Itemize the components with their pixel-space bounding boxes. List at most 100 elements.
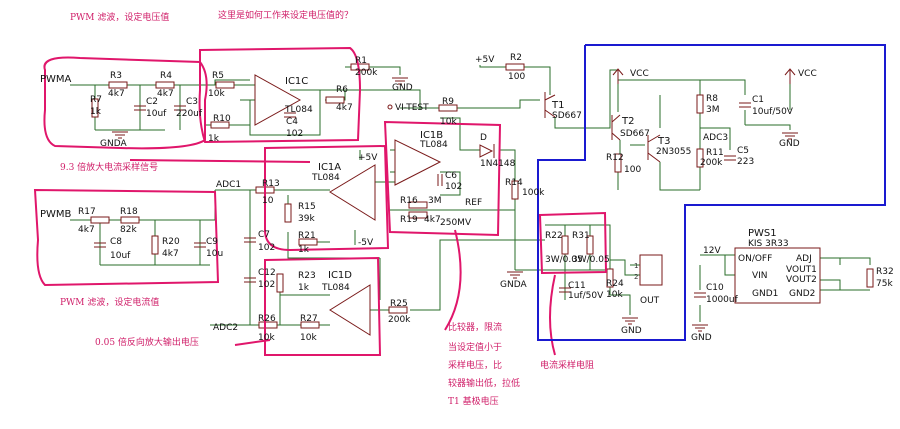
svg-text:D: D [480,133,487,143]
svg-text:R2: R2 [510,53,522,63]
svg-text:R18: R18 [120,207,138,217]
svg-text:10uf: 10uf [110,251,131,261]
transistor-t3 [647,134,661,163]
note-comparator-5: T1 基极电压 [448,395,499,407]
svg-text:100k: 100k [522,188,545,198]
svg-text:1k: 1k [298,245,310,255]
svg-text:4k7: 4k7 [162,249,179,259]
svg-text:GND2: GND2 [789,289,815,299]
svg-text:R19: R19 [400,215,418,225]
highlight-current-sense [538,211,608,275]
svg-text:R24: R24 [606,279,624,289]
svg-text:1k: 1k [90,107,102,117]
svg-text:TL084: TL084 [311,173,340,183]
svg-text:10k: 10k [300,333,317,343]
svg-text:ADC2: ADC2 [213,323,238,333]
svg-text:82k: 82k [120,225,137,235]
svg-text:2: 2 [634,273,638,281]
svg-text:4k7: 4k7 [424,215,441,225]
resistor-r2 [505,63,525,71]
svg-text:R14: R14 [505,178,523,188]
highlight-ic1c [198,46,362,144]
resistor-r3 [108,81,128,89]
opamp-ic1a [329,164,376,221]
svg-text:R32: R32 [876,267,894,277]
svg-text:R4: R4 [160,71,172,81]
svg-text:VCC: VCC [630,69,649,79]
highlight-boxes [33,46,608,356]
svg-text:T2: T2 [621,116,634,127]
svg-text:200k: 200k [355,68,378,78]
svg-text:+5V: +5V [358,153,378,163]
diode-d [479,144,495,158]
svg-text:C10: C10 [706,283,724,293]
svg-text:IC1A: IC1A [318,162,341,173]
svg-text:R27: R27 [300,314,318,324]
svg-text:T3: T3 [657,136,670,147]
svg-text:R15: R15 [298,202,316,212]
svg-text:C11: C11 [568,281,586,291]
svg-text:R16: R16 [400,196,418,206]
svg-text:R3: R3 [110,71,122,81]
highlight-pwma-filter [43,56,208,150]
svg-text:KIS 3R33: KIS 3R33 [748,239,789,249]
svg-text:IC1D: IC1D [328,270,352,281]
svg-text:R6: R6 [336,85,348,95]
svg-text:12V: 12V [703,246,721,256]
svg-text:PWMB: PWMB [40,209,72,220]
svg-text:102: 102 [258,280,275,290]
resistor-r32 [866,268,874,288]
out-connector: 1 2 [634,254,663,286]
resistor-r15 [284,203,292,223]
svg-text:ADJ: ADJ [796,254,812,264]
svg-text:C12: C12 [258,268,276,278]
svg-text:C3: C3 [186,97,198,107]
svg-text:R5: R5 [212,71,224,81]
highlight-line-sense [549,274,556,356]
svg-text:R20: R20 [162,237,180,247]
resistor-r22 [561,235,569,255]
gnda-symbol [111,131,129,139]
note-sense-resistor: 电流采样电阻 [540,359,594,371]
note-comparator-1: 比较器，限流 [448,321,502,333]
svg-text:SD667: SD667 [552,111,582,121]
svg-text:3M: 3M [428,196,442,206]
svg-text:223: 223 [737,157,754,167]
svg-text:4k7: 4k7 [78,225,95,235]
svg-text:R21: R21 [298,231,316,241]
op-amps [254,74,442,336]
svg-text:REF: REF [465,198,482,208]
vcc-arrow-2 [784,68,796,85]
note-comparator-2: 当设定值小于 [448,341,502,353]
svg-text:GND: GND [621,326,642,336]
opamp-ic1c [254,74,302,126]
svg-text:4k7: 4k7 [336,103,353,113]
svg-text:1: 1 [634,262,638,270]
svg-text:200k: 200k [388,315,411,325]
svg-text:1k: 1k [298,283,310,293]
highlight-ic1b [383,120,502,237]
svg-text:1000uf: 1000uf [706,295,739,305]
svg-text:R22: R22 [545,231,563,241]
svg-text:10k: 10k [440,117,457,127]
resistor-r20 [151,235,159,255]
annotation-texts: PWM 滤波，设定电压值 这里是如何工作来设定电压值的？ 9.3 倍放大电流采样… [60,9,594,407]
svg-text:R8: R8 [706,94,718,104]
svg-text:GND1: GND1 [752,289,778,299]
gnd-symbol-4 [691,324,709,332]
svg-text:3W/0.05: 3W/0.05 [572,255,610,265]
capacitor-c5 [723,155,737,161]
capacitor-c1 [738,102,752,108]
svg-text:4k7: 4k7 [108,89,125,99]
svg-text:C1: C1 [752,95,764,105]
svg-text:2N3055: 2N3055 [656,147,691,157]
svg-text:+5V: +5V [475,55,495,65]
svg-text:C7: C7 [258,230,270,240]
svg-text:102: 102 [286,129,303,139]
svg-text:GND: GND [691,333,712,343]
svg-text:GND: GND [779,139,800,149]
power-symbols [111,68,799,332]
note-inv-amp: 0.05 倍反向放大输出电压 [95,336,199,348]
